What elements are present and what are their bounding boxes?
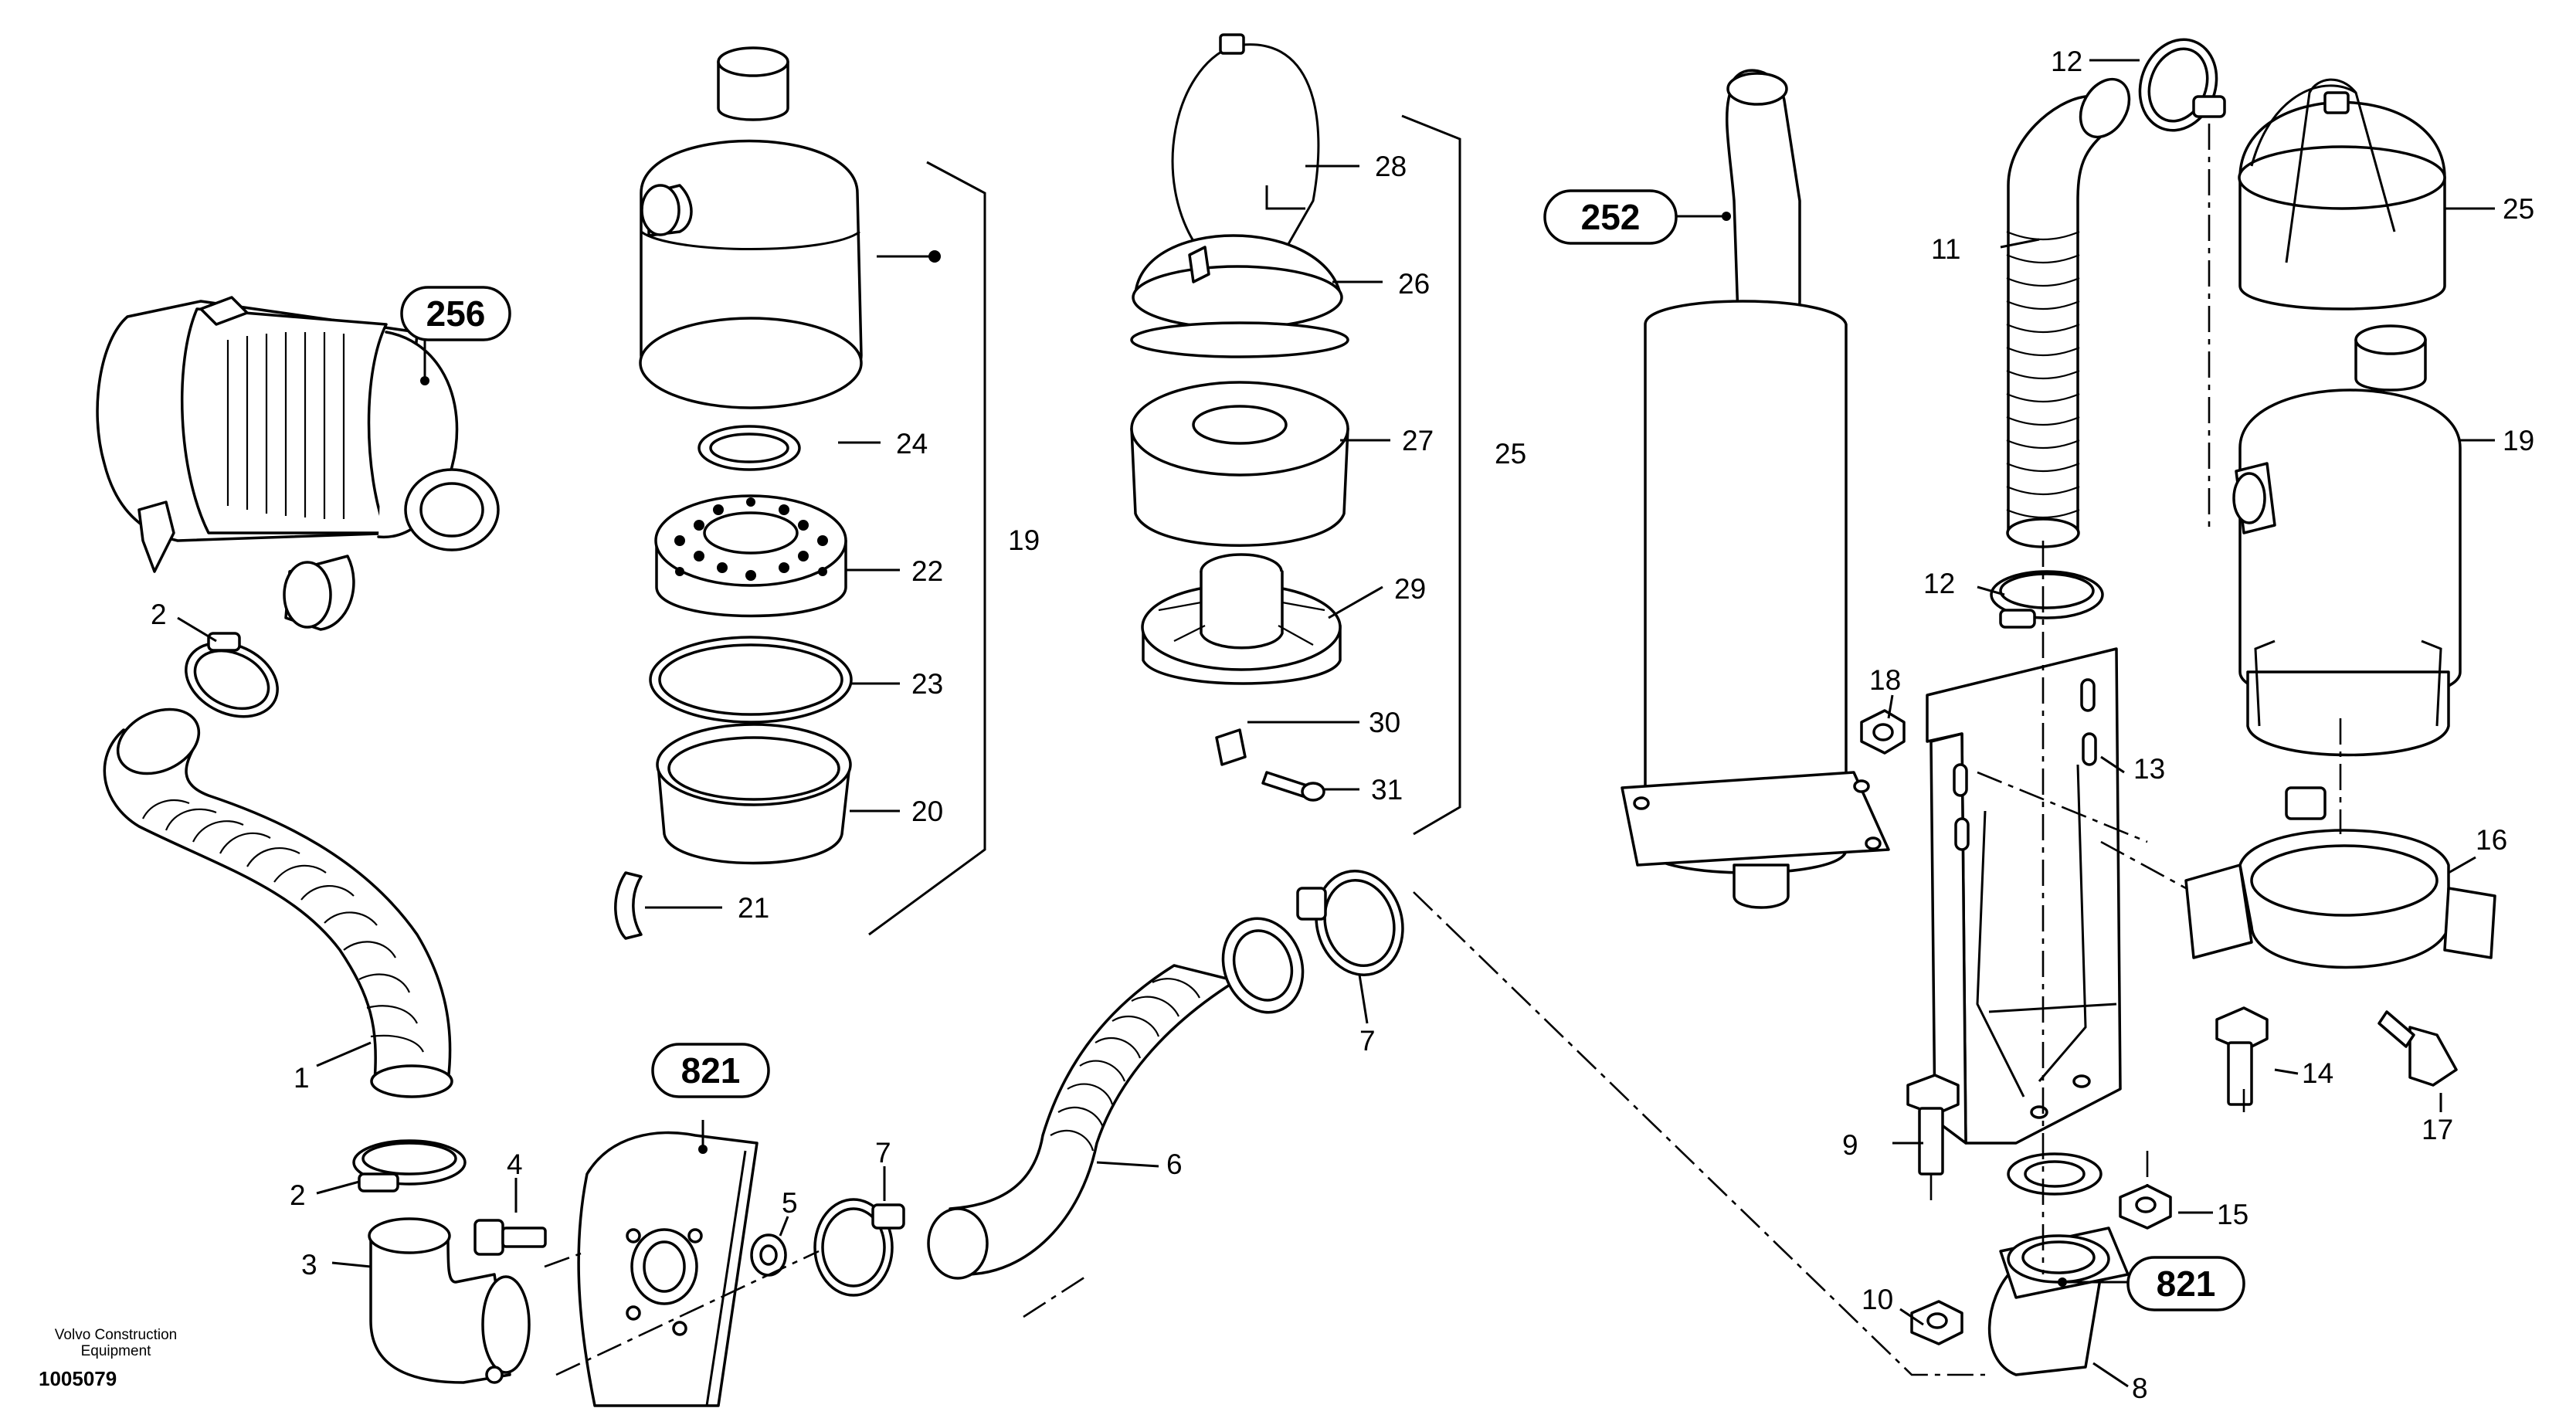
label-10: 10: [1862, 1284, 1893, 1315]
part-number-labels: 2 1 2 3 4 5 6 7 7 8 9 10 11 12 12 13 14 …: [151, 46, 2534, 1404]
label-27: 27: [1402, 425, 1434, 456]
label-8: 8: [2132, 1372, 2148, 1404]
label-24: 24: [896, 428, 928, 460]
label-31: 31: [1371, 774, 1403, 806]
flexible-hose-11: [2006, 77, 2131, 548]
leader-dots: [420, 212, 2067, 1287]
reference-821-left: 821: [651, 1043, 770, 1098]
label-9: 9: [1842, 1129, 1858, 1161]
hose-clamp-7-lower: [813, 1198, 905, 1297]
retaining-wire-28: [1171, 33, 1320, 267]
label-11: 11: [1931, 233, 1960, 265]
label-21: 21: [738, 892, 769, 924]
reference-256: 256: [400, 286, 511, 341]
label-15: 15: [2217, 1199, 2248, 1230]
flexible-hose-6: [927, 917, 1305, 1280]
label-18: 18: [1869, 664, 1901, 696]
hose-clamp-lower: [352, 1139, 467, 1193]
seal-ring-23: [649, 636, 853, 724]
clip-21: [614, 871, 643, 940]
label-16: 16: [2476, 824, 2507, 856]
gasket: [2007, 1152, 2103, 1196]
bolt-4: [473, 1219, 547, 1256]
elbow-8: [1987, 1226, 2130, 1376]
clamp-12-upper: [2138, 38, 2226, 132]
label-7-lower: 7: [875, 1137, 891, 1169]
label-4: 4: [507, 1148, 523, 1180]
label-13: 13: [2133, 753, 2165, 785]
label-1: 1: [294, 1062, 310, 1094]
svg-text:252: 252: [1581, 197, 1641, 237]
label-5: 5: [782, 1187, 798, 1219]
label-30: 30: [1369, 707, 1400, 738]
screw-31: [1261, 771, 1325, 802]
label-7-upper: 7: [1359, 1025, 1376, 1057]
nut-10: [1910, 1300, 1963, 1345]
cup-20: [656, 723, 852, 865]
cover-26: [1132, 234, 1343, 330]
air-cleaner-assembly: [96, 296, 500, 631]
label-12-upper: 12: [2051, 46, 2082, 77]
label-12-lower: 12: [1923, 568, 1955, 599]
bracket-13: [1926, 647, 2122, 1145]
pre-cleaner-19-exploded: [639, 46, 863, 409]
center-lines: [544, 124, 2342, 1376]
label-29: 29: [1394, 573, 1426, 605]
bolt-14: [2215, 1006, 2269, 1106]
label-26: 26: [1398, 268, 1430, 300]
reference-252: 252: [1543, 189, 1678, 245]
label-22: 22: [911, 555, 943, 587]
label-14: 14: [2302, 1057, 2333, 1089]
hose-clamp-7-upper: [1296, 870, 1404, 976]
group-brackets: [868, 114, 1461, 936]
label-2-lower: 2: [290, 1179, 306, 1211]
label-25-right: 25: [2503, 193, 2534, 225]
svg-text:256: 256: [426, 293, 486, 334]
clamp-12-lower: [1990, 570, 2104, 629]
pre-cleaner-19-assembled: [2232, 324, 2462, 757]
label-28: 28: [1375, 151, 1407, 182]
flexible-hose-1: [103, 707, 453, 1098]
nut-18: [1860, 709, 1906, 755]
exhaust-muffler: [1621, 69, 1890, 909]
label-23: 23: [911, 668, 943, 700]
svg-text:821: 821: [2157, 1264, 2216, 1304]
document-number: 1005079: [39, 1367, 117, 1390]
label-6: 6: [1166, 1148, 1183, 1180]
mounting-strap-16: [2184, 786, 2496, 969]
grid-plate-22: [654, 494, 847, 618]
label-19-left: 19: [1008, 524, 1040, 556]
seal-ring-24: [697, 425, 801, 471]
label-25-left: 25: [1495, 438, 1526, 470]
cab-panel: [577, 1131, 759, 1407]
hose-clamp-upper: [185, 632, 279, 718]
label-20: 20: [911, 796, 943, 827]
label-2-upper: 2: [151, 599, 167, 630]
washer-30: [1215, 728, 1247, 766]
elbow-3: [368, 1217, 531, 1384]
label-3: 3: [301, 1249, 317, 1281]
reference-821-right: 821: [2126, 1256, 2245, 1311]
bolt-9: [1906, 1074, 1960, 1176]
bolt-17: [2377, 1010, 2458, 1087]
leader-lines: [177, 59, 2495, 1388]
vane-insert-29: [1141, 553, 1342, 685]
svg-text:821: 821: [681, 1050, 741, 1091]
separator-27: [1130, 321, 1349, 547]
label-19-right: 19: [2503, 425, 2534, 456]
nut-15: [2119, 1184, 2172, 1230]
label-17: 17: [2422, 1114, 2453, 1145]
pre-cleaner-cover-25-assembled: [2238, 78, 2446, 310]
